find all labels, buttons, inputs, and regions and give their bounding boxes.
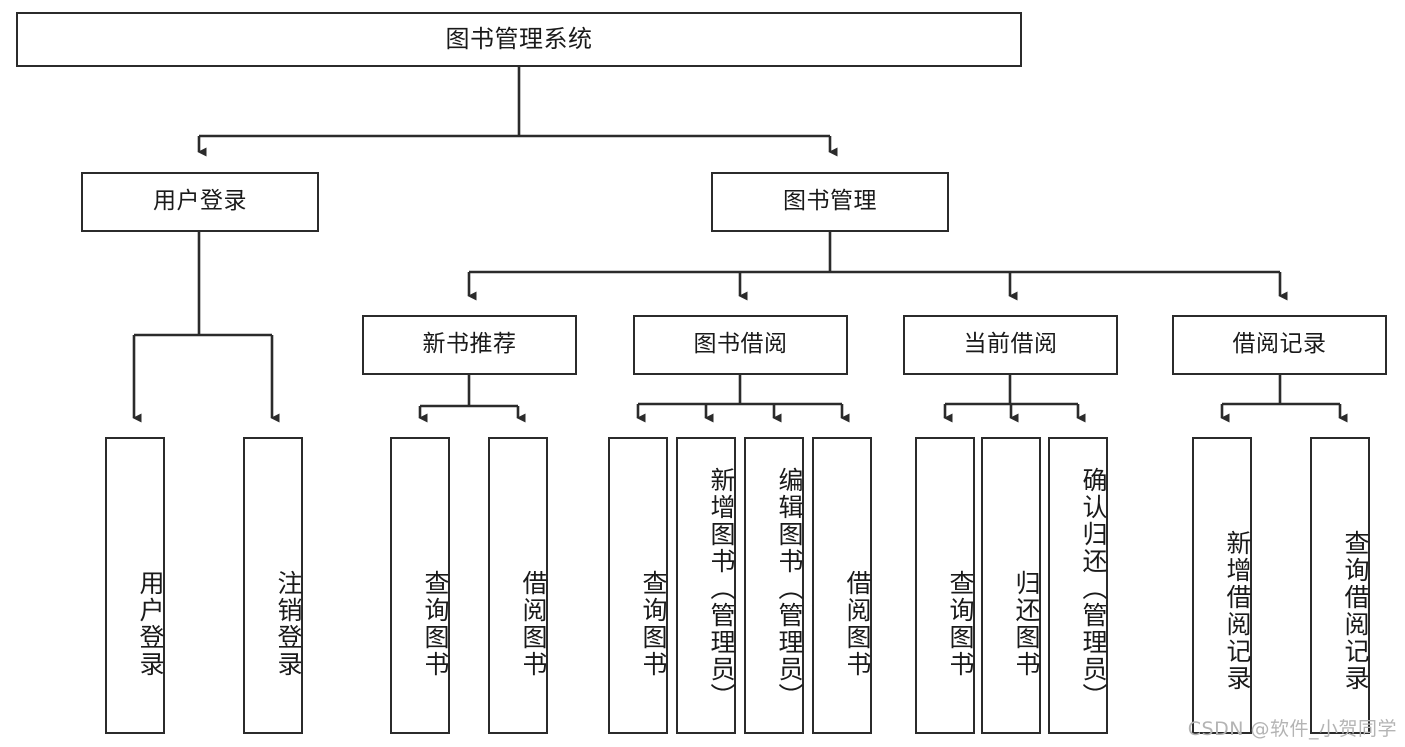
leaf-record-query-record[interactable]: 查询借阅记录 xyxy=(1310,437,1370,734)
leaf-user-login[interactable]: 用户登录 xyxy=(105,437,165,734)
node-book-borrow-label: 图书借阅 xyxy=(693,331,788,358)
leaf-current-confirm-return-label: 确认归还（管理员） xyxy=(1079,467,1108,710)
csdn-watermark: CSDN @软件_小贺同学 xyxy=(1187,718,1397,740)
node-user-login-label: 用户登录 xyxy=(153,188,247,215)
node-root[interactable]: 图书管理系统 xyxy=(16,12,1022,67)
node-user-login[interactable]: 用户登录 xyxy=(81,172,319,232)
leaf-recommend-query-book[interactable]: 查询图书 xyxy=(390,437,450,734)
leaf-record-add-record-label: 新增借阅记录 xyxy=(1223,529,1252,692)
leaf-borrow-borrow-book[interactable]: 借阅图书 xyxy=(812,437,872,734)
node-new-book-recommend-label: 新书推荐 xyxy=(422,331,517,358)
node-book-borrow[interactable]: 图书借阅 xyxy=(633,315,848,375)
leaf-borrow-add-book-label: 新增图书（管理员） xyxy=(707,467,736,710)
leaf-user-logout-label: 注销登录 xyxy=(274,570,303,678)
leaf-current-return-book[interactable]: 归还图书 xyxy=(981,437,1041,734)
leaf-user-login-label: 用户登录 xyxy=(136,570,165,678)
leaf-borrow-edit-book-label: 编辑图书（管理员） xyxy=(775,467,804,710)
leaf-current-confirm-return[interactable]: 确认归还（管理员） xyxy=(1048,437,1108,734)
node-new-book-recommend[interactable]: 新书推荐 xyxy=(362,315,577,375)
leaf-user-logout[interactable]: 注销登录 xyxy=(243,437,303,734)
leaf-borrow-query-book-label: 查询图书 xyxy=(639,570,668,678)
node-borrow-record[interactable]: 借阅记录 xyxy=(1172,315,1387,375)
leaf-current-return-book-label: 归还图书 xyxy=(1012,570,1041,678)
leaf-recommend-borrow-book[interactable]: 借阅图书 xyxy=(488,437,548,734)
leaf-recommend-query-book-label: 查询图书 xyxy=(421,570,450,678)
leaf-current-query-book[interactable]: 查询图书 xyxy=(915,437,975,734)
leaf-recommend-borrow-book-label: 借阅图书 xyxy=(519,570,548,678)
node-current-borrow[interactable]: 当前借阅 xyxy=(903,315,1118,375)
node-borrow-record-label: 借阅记录 xyxy=(1232,331,1327,358)
node-root-label: 图书管理系统 xyxy=(445,25,593,54)
leaf-borrow-borrow-book-label: 借阅图书 xyxy=(843,570,872,678)
leaf-borrow-add-book[interactable]: 新增图书（管理员） xyxy=(676,437,736,734)
leaf-record-add-record[interactable]: 新增借阅记录 xyxy=(1192,437,1252,734)
node-current-borrow-label: 当前借阅 xyxy=(963,331,1058,358)
leaf-borrow-edit-book[interactable]: 编辑图书（管理员） xyxy=(744,437,804,734)
leaf-record-query-record-label: 查询借阅记录 xyxy=(1341,529,1370,692)
leaf-current-query-book-label: 查询图书 xyxy=(946,570,975,678)
node-book-manage[interactable]: 图书管理 xyxy=(711,172,949,232)
leaf-borrow-query-book[interactable]: 查询图书 xyxy=(608,437,668,734)
node-book-manage-label: 图书管理 xyxy=(783,188,877,215)
